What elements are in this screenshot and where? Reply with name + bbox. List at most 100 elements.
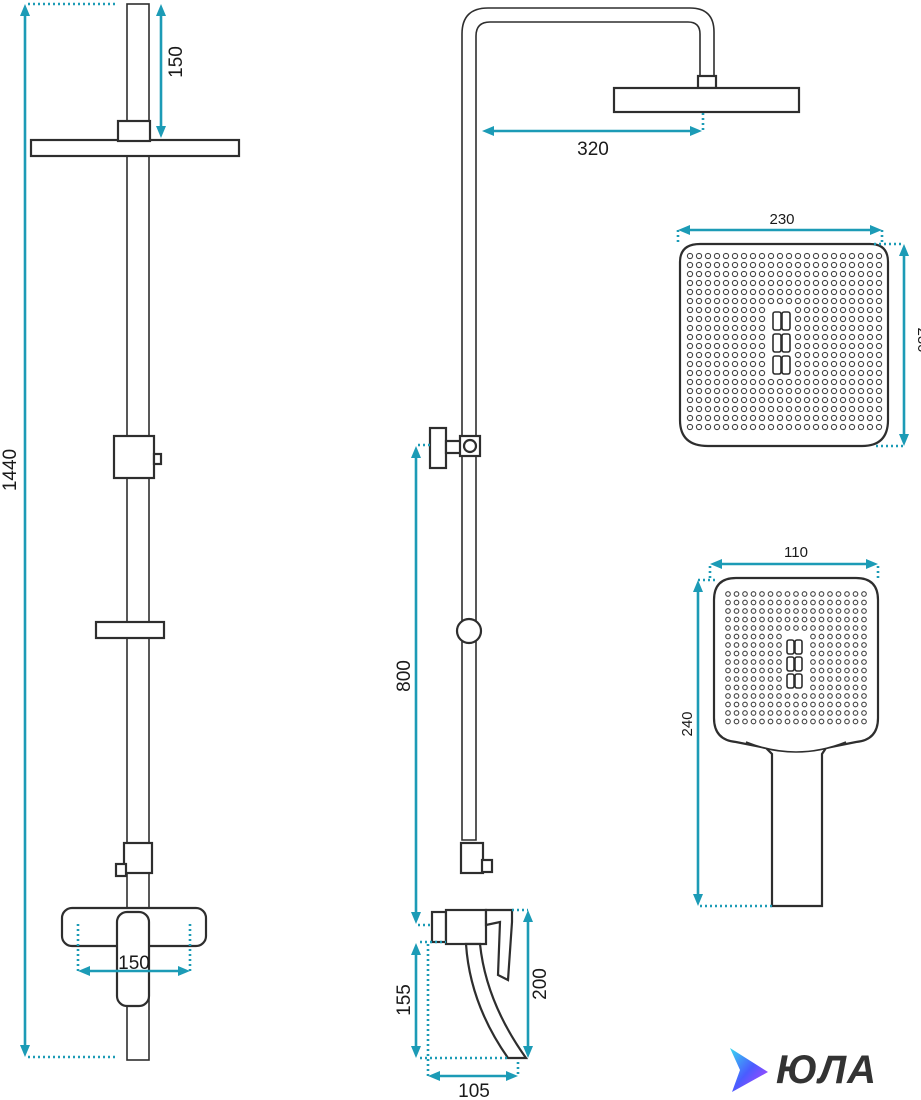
nozzle <box>830 252 838 260</box>
nozzle <box>731 405 739 413</box>
nozzle <box>861 633 867 640</box>
nozzle <box>861 684 867 691</box>
nozzle <box>803 396 811 404</box>
nozzle <box>866 405 874 413</box>
nozzle <box>830 288 838 296</box>
nozzle <box>821 414 829 422</box>
nozzle <box>793 591 799 597</box>
nozzle <box>758 279 766 287</box>
nozzle <box>767 279 775 287</box>
spout <box>464 942 529 1060</box>
nozzle <box>803 423 811 431</box>
slider-ball <box>455 617 483 645</box>
nozzle <box>875 414 883 422</box>
nozzle <box>818 599 825 606</box>
nozzle <box>810 693 816 699</box>
nozzle <box>818 701 825 708</box>
nozzle <box>695 396 703 404</box>
nozzle <box>794 261 802 269</box>
nozzle <box>704 360 712 368</box>
nozzle <box>767 387 775 395</box>
nozzle <box>686 324 694 332</box>
nozzle <box>725 701 731 708</box>
nozzle <box>785 378 793 386</box>
nozzle <box>794 324 802 332</box>
nozzle <box>767 378 775 386</box>
nozzle <box>695 288 703 296</box>
nozzle <box>713 279 721 287</box>
nozzle <box>713 351 721 359</box>
nozzle <box>731 414 739 422</box>
nozzle <box>686 261 694 269</box>
nozzle <box>776 684 782 691</box>
nozzle <box>767 633 774 640</box>
nozzle <box>794 297 802 305</box>
nozzle <box>839 342 847 350</box>
nozzle <box>742 684 748 691</box>
nozzle <box>875 324 883 332</box>
nozzle <box>857 297 865 305</box>
nozzle <box>740 369 748 377</box>
nozzle <box>821 324 829 332</box>
nozzle <box>733 608 740 614</box>
nozzle <box>759 650 765 657</box>
nozzle <box>810 633 816 640</box>
nozzle <box>758 333 766 341</box>
nozzle <box>821 288 829 296</box>
nozzle <box>742 710 748 716</box>
nozzle <box>776 378 784 386</box>
nozzle <box>725 676 731 682</box>
nozzle <box>758 306 766 314</box>
nozzle <box>810 650 816 657</box>
nozzle <box>821 387 829 395</box>
nozzle <box>839 396 847 404</box>
nozzle <box>821 396 829 404</box>
nozzle <box>801 710 808 716</box>
nozzle <box>839 252 847 260</box>
nozzle <box>749 315 757 323</box>
nozzle <box>875 288 883 296</box>
nozzle <box>749 405 757 413</box>
nozzle <box>794 369 802 377</box>
nozzle <box>857 396 865 404</box>
nozzle <box>749 387 757 395</box>
nozzle <box>801 718 808 725</box>
nozzle <box>722 315 730 323</box>
nozzle <box>793 599 799 606</box>
nozzle <box>731 387 739 395</box>
nozzle <box>776 667 782 674</box>
nozzle <box>686 288 694 296</box>
nozzle <box>793 718 799 725</box>
nozzle <box>733 599 740 606</box>
nozzle <box>803 306 811 314</box>
nozzle <box>776 405 784 413</box>
nozzle <box>835 684 842 691</box>
dim-top-label: 150 <box>166 46 187 78</box>
nozzle <box>713 288 721 296</box>
nozzle <box>875 387 883 395</box>
nozzle <box>749 378 757 386</box>
nozzle <box>704 306 712 314</box>
nozzle <box>784 710 791 716</box>
nozzle <box>722 405 730 413</box>
nozzle <box>776 642 782 648</box>
nozzle <box>839 315 847 323</box>
nozzle <box>722 351 730 359</box>
nozzle <box>704 333 712 341</box>
nozzle <box>830 306 838 314</box>
nozzle <box>733 718 740 725</box>
hose-stub-side <box>480 858 494 874</box>
nozzle <box>827 701 833 708</box>
nozzle <box>731 360 739 368</box>
nozzle <box>749 333 757 341</box>
nozzle <box>713 405 721 413</box>
nozzle <box>713 360 721 368</box>
nozzle <box>686 306 694 314</box>
nozzle <box>803 414 811 422</box>
nozzle <box>830 279 838 287</box>
nozzle <box>861 701 867 708</box>
nozzle <box>740 270 748 278</box>
nozzle <box>784 599 791 606</box>
nozzle <box>866 279 874 287</box>
